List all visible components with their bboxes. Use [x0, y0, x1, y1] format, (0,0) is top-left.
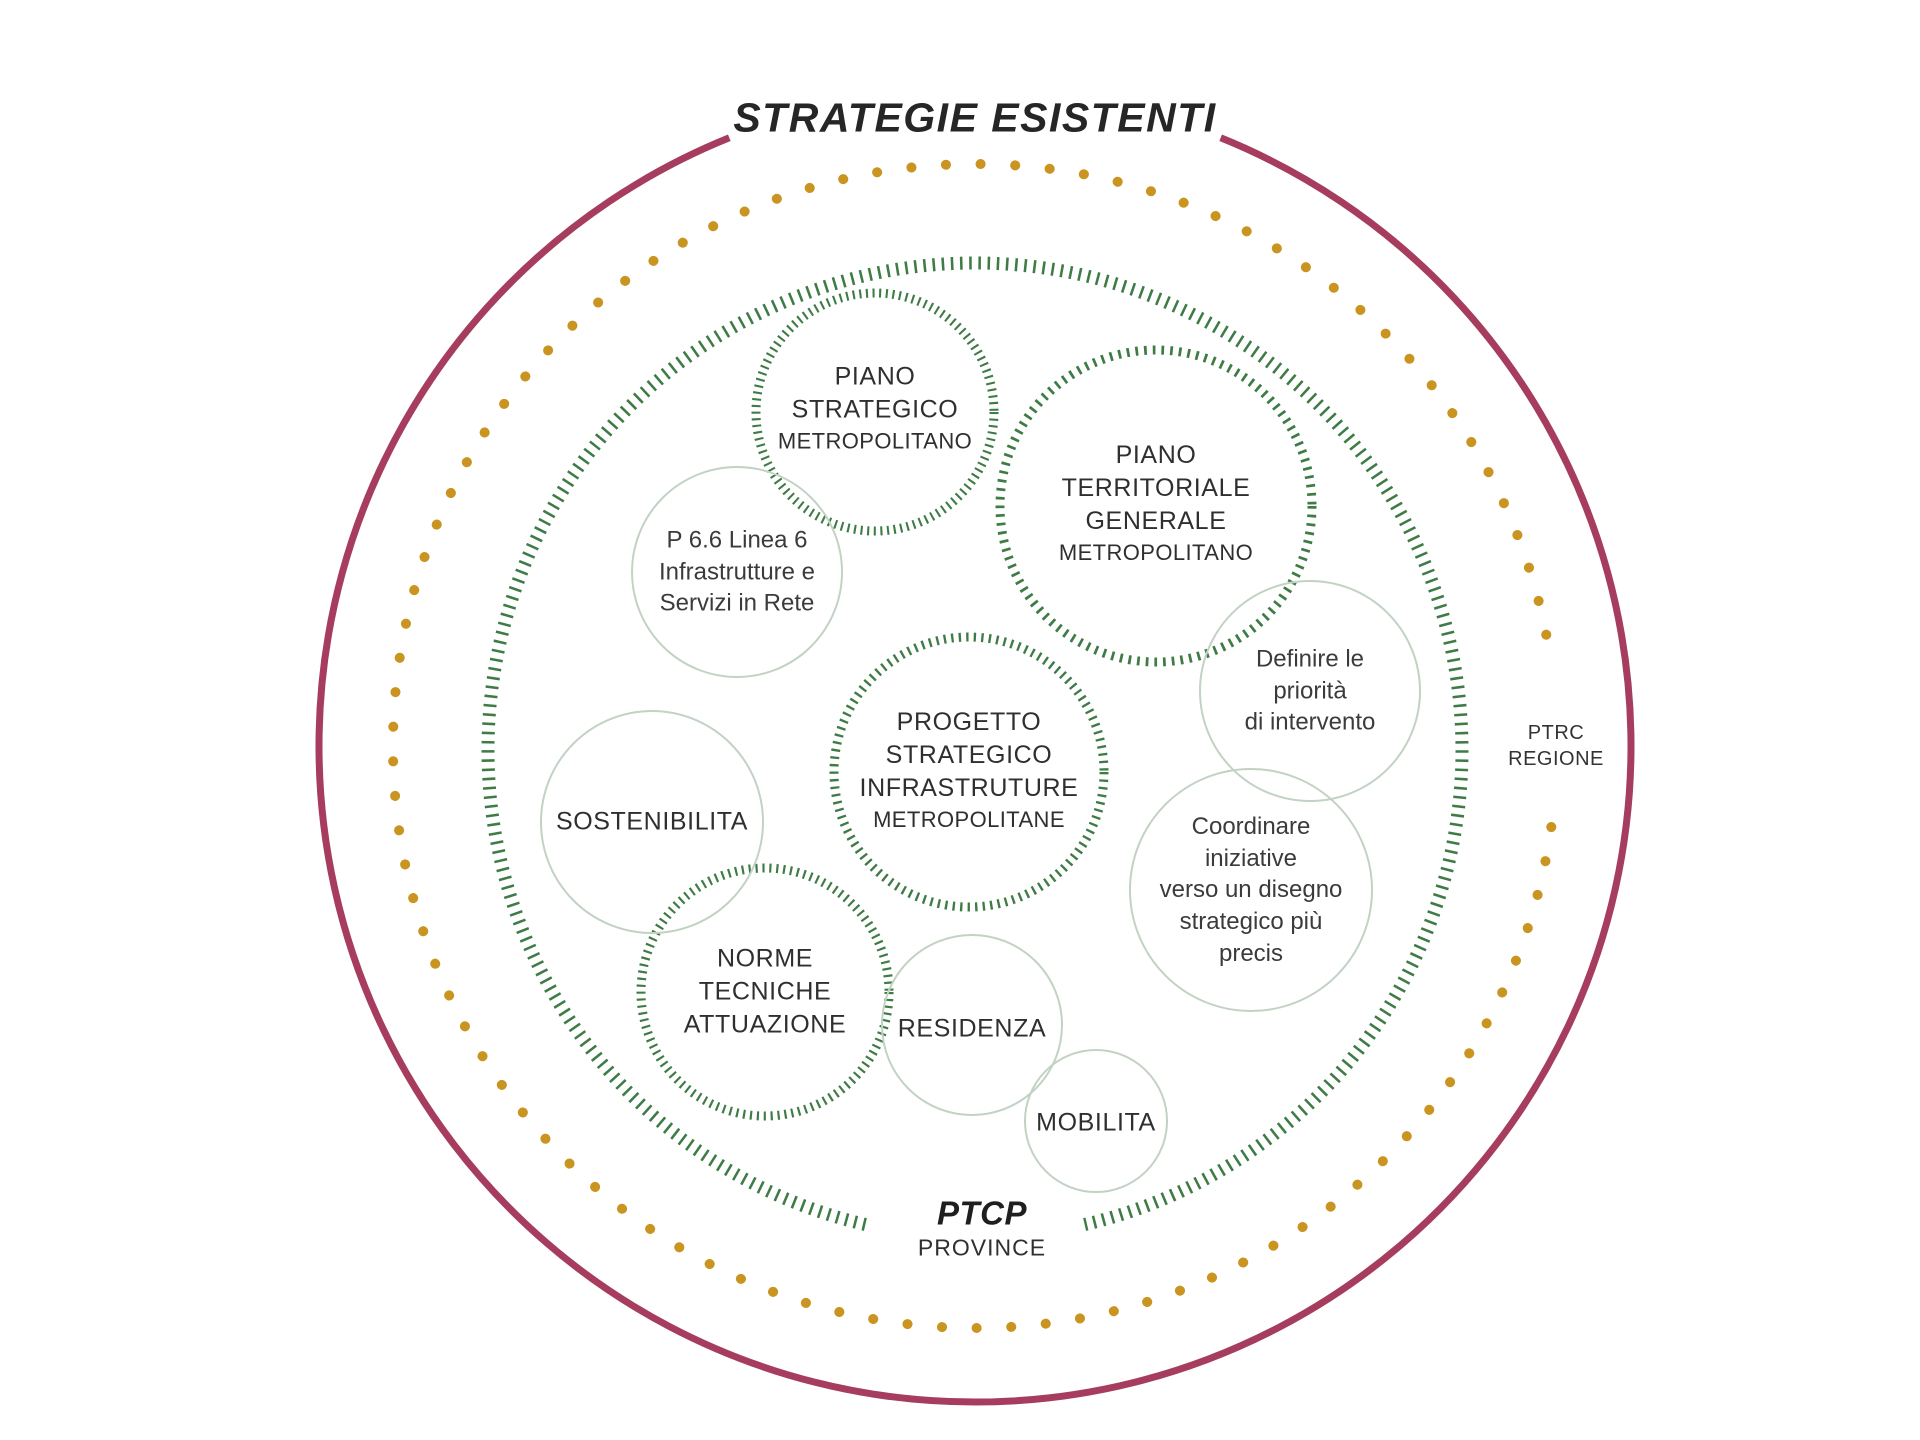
label-line: STRATEGICO [885, 740, 1053, 769]
label-line: verso un disegno [1159, 876, 1343, 904]
label-line: Infrastrutture e [658, 558, 816, 586]
label-norme-tecniche: NORME TECNICHE ATTUAZIONE [684, 943, 846, 1042]
label-line: PTRC [1527, 722, 1585, 744]
label-piano-strategico: PIANO STRATEGICO METROPOLITANO [778, 360, 972, 455]
circle-progetto-strategico [829, 632, 1109, 912]
circle-mobilita [1024, 1049, 1168, 1193]
circle-piano-territoriale [995, 345, 1317, 667]
ptcp-province-label: PTCP PROVINCE [918, 1195, 1046, 1262]
label-line: strategico più [1179, 907, 1323, 935]
label-line: Coordinare [1191, 812, 1311, 840]
label-line: P 6.6 Linea 6 [666, 526, 808, 554]
label-line: METROPOLITANO [1058, 539, 1254, 565]
label-definire-priorita: Definire le priorità di intervento [1245, 643, 1376, 738]
circle-sostenibilita [540, 710, 764, 934]
label-line: RESIDENZA [897, 1014, 1047, 1043]
label-line: NORME [716, 944, 814, 973]
label-line: iniziative [1204, 844, 1298, 872]
label-mobilita: MOBILITA [1036, 1107, 1156, 1140]
label-piano-territoriale: PIANO TERRITORIALE GENERALE METROPOLITAN… [1059, 439, 1253, 567]
circle-definire-priorita [1199, 580, 1421, 802]
label-line: GENERALE [1085, 506, 1227, 535]
label-coordinare: Coordinare iniziative verso un disegno s… [1160, 811, 1343, 969]
label-line: TERRITORIALE [1061, 473, 1251, 502]
circle-p66-linea6 [631, 466, 843, 678]
label-line: SOSTENIBILITA [555, 807, 749, 836]
label-line: di intervento [1244, 708, 1376, 736]
label-line: INFRASTRUTURE [859, 773, 1079, 802]
label-line: PROGETTO [896, 707, 1042, 736]
label-progetto-strategico: PROGETTO STRATEGICO INFRASTRUTURE METROP… [860, 706, 1079, 834]
label-sostenibilita: SOSTENIBILITA [556, 806, 748, 839]
label-line: priorità [1273, 677, 1347, 705]
label-line: PIANO [1115, 440, 1197, 469]
label-line: MOBILITA [1036, 1108, 1156, 1137]
circle-residenza [881, 934, 1063, 1116]
ptcp-subtitle: PROVINCE [917, 1234, 1047, 1261]
diagram-title: STRATEGIE ESISTENTI [733, 94, 1217, 141]
label-line: METROPOLITANO [777, 428, 973, 454]
label-line: METROPOLITANE [873, 806, 1065, 832]
circle-coordinare [1129, 768, 1373, 1012]
ptcp-title: PTCP [936, 1194, 1028, 1232]
outer-ring [315, 134, 1635, 1406]
label-line: TECNICHE [698, 977, 832, 1006]
label-line: Definire le [1255, 645, 1365, 673]
ptrc-regione-label: PTRC REGIONE [1506, 716, 1606, 776]
label-line: REGIONE [1508, 748, 1604, 770]
label-line: STRATEGICO [791, 395, 959, 424]
circle-piano-strategico [751, 288, 999, 536]
dashed-ring [481, 256, 1469, 1231]
label-line: PIANO [834, 362, 916, 391]
label-p66-linea6: P 6.6 Linea 6 Infrastrutture e Servizi i… [659, 524, 815, 619]
label-line: ATTUAZIONE [683, 1010, 847, 1039]
label-residenza: RESIDENZA [898, 1013, 1046, 1046]
label-line: Servizi in Rete [659, 589, 815, 617]
label-line: precis [1218, 939, 1284, 967]
